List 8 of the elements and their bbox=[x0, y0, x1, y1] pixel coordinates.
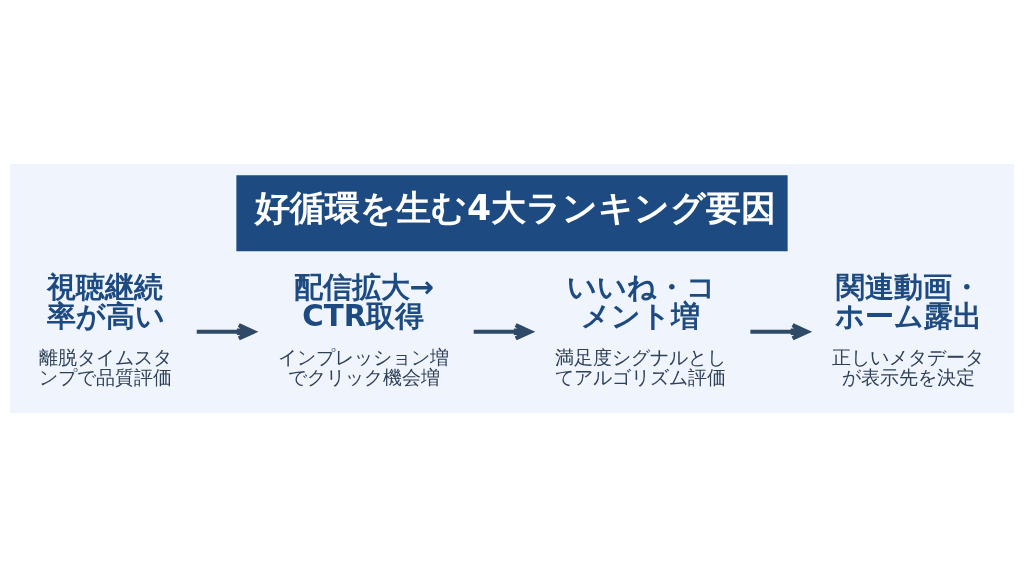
diagram-title: 好循環を生む4大ランキング要因 bbox=[255, 187, 777, 228]
arrow bbox=[750, 322, 810, 340]
arrow bbox=[196, 322, 256, 340]
arrow bbox=[473, 322, 533, 340]
node-text: 配信拡大→CTR取得 インプレッション増でクリック機会増 bbox=[278, 269, 450, 388]
node-text: 視聴継続率が高い 離脱タイムスタンプで品質評価 bbox=[39, 269, 173, 388]
node-text: いいね・コメント増 満足度シグナルとしてアルゴリズム評価 bbox=[555, 269, 727, 388]
node-text: 関連動画・ホーム露出 正しいメタデータが表示先を決定 bbox=[832, 269, 985, 388]
